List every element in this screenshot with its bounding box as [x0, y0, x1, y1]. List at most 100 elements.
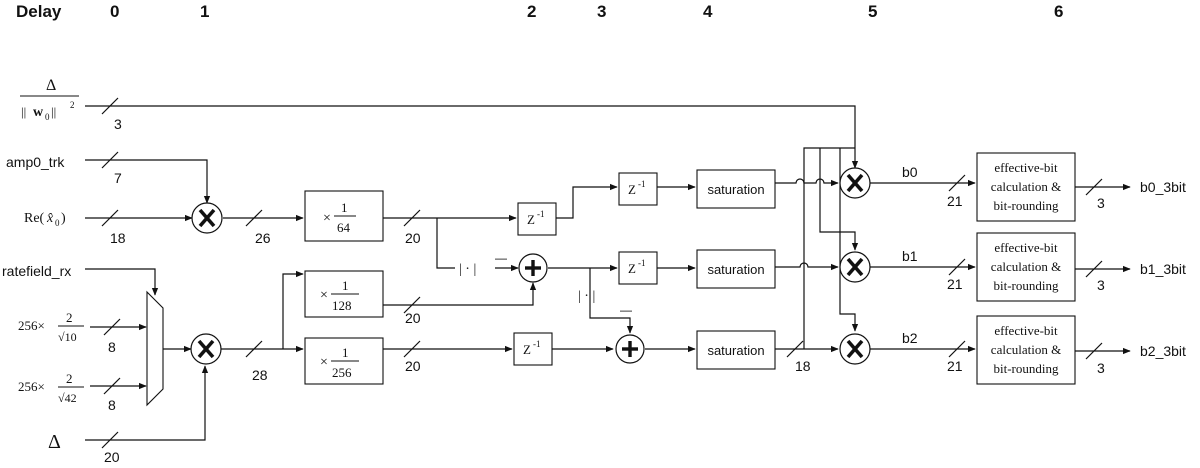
slash — [403, 340, 421, 358]
two-b: 2 — [66, 371, 73, 386]
wire-to-div128 — [282, 270, 304, 349]
input-const-sqrt42: 256× 2 √42 — [18, 371, 84, 405]
c256-b: 256× — [18, 379, 45, 394]
z-exponent: -1 — [638, 258, 646, 268]
slash — [786, 340, 804, 358]
abs-operator-2: | · | — [578, 289, 595, 304]
wire-feed-a — [803, 147, 855, 349]
signal-b1: b1 — [902, 248, 918, 264]
saturation-label: saturation — [707, 182, 764, 197]
delay-label: Delay — [16, 2, 62, 21]
input-const-sqrt10: 256× 2 √10 — [18, 310, 84, 344]
width-label: 18 — [110, 230, 126, 246]
input-ratefield-rx: ratefield_rx — [2, 263, 71, 279]
scale-block-64: × 1 64 — [304, 190, 384, 242]
slash — [101, 431, 119, 449]
times-sign: × — [320, 355, 328, 370]
eb-line-1: effective-bit — [994, 160, 1058, 175]
delay-block-stage3-top: Z -1 — [618, 172, 658, 206]
scale-block-128: × 1 128 — [304, 270, 384, 318]
input-delta-over-norm: Δ || w 0 || 2 — [20, 77, 79, 122]
multiplier-b2 — [839, 333, 871, 365]
c256-a: 256× — [18, 318, 45, 333]
re-var: x̂ — [46, 211, 54, 226]
width-label: 21 — [947, 276, 963, 292]
delay-block-stage2-top: Z -1 — [517, 202, 557, 236]
eb-line-2: calculation & — [991, 342, 1061, 357]
slash — [948, 340, 966, 358]
multiplier-b0 — [839, 167, 871, 199]
slash — [1085, 178, 1103, 196]
norm-w: w — [33, 105, 44, 120]
z-symbol: Z — [628, 261, 636, 276]
slash — [1085, 342, 1103, 360]
slash — [245, 209, 263, 227]
width-label: 3 — [1097, 360, 1105, 376]
input-delta: Δ — [48, 431, 61, 453]
norm-open: || — [21, 104, 26, 119]
slash — [103, 318, 121, 336]
norm-sup: 2 — [70, 100, 75, 110]
saturation-block-0: saturation — [696, 169, 776, 209]
width-label: 20 — [104, 449, 120, 465]
output-b2-3bit: b2_3bit — [1140, 343, 1186, 359]
multipliers — [190, 167, 871, 365]
adder-2 — [615, 334, 645, 364]
bus-slashes — [101, 97, 1103, 449]
slash — [948, 174, 966, 192]
delay-block-stage3-mid: Z -1 — [618, 251, 658, 285]
re-prefix: Re( — [24, 211, 45, 226]
effective-bit-block-2: effective-bit calculation & bit-rounding — [976, 315, 1076, 385]
z-symbol: Z — [527, 212, 535, 227]
wire-delta — [85, 365, 209, 441]
width-label: 8 — [108, 397, 116, 413]
numerator: 1 — [342, 278, 349, 293]
saturation-block-1: saturation — [696, 249, 776, 289]
width-label: 3 — [1097, 277, 1105, 293]
re-sub: 0 — [55, 218, 60, 228]
saturation-block-2: saturation — [696, 330, 776, 370]
minus-sign-1: — — [495, 251, 507, 265]
width-label: 7 — [114, 170, 122, 186]
stage-0: 0 — [110, 2, 119, 21]
width-label: 26 — [255, 230, 271, 246]
signal-b0: b0 — [902, 164, 918, 180]
slash — [101, 209, 119, 227]
adder-1 — [518, 253, 548, 283]
eb-line-2: calculation & — [991, 259, 1061, 274]
saturation-label: saturation — [707, 262, 764, 277]
stage-4: 4 — [703, 2, 713, 21]
abs-operator-1: | · | — [459, 262, 476, 277]
width-label: 21 — [947, 193, 963, 209]
slash — [1085, 260, 1103, 278]
denominator: 128 — [332, 298, 352, 313]
adders: — — — [495, 251, 645, 364]
times-sign: × — [323, 211, 331, 226]
re-suffix: ) — [61, 211, 66, 226]
eb-line-3: bit-rounding — [994, 361, 1059, 376]
wire-amp0 — [85, 159, 211, 204]
norm-close: || — [51, 104, 56, 119]
wire-sat1-mult1 — [775, 262, 839, 271]
z-exponent: -1 — [533, 339, 541, 349]
slash — [403, 209, 421, 227]
eb-line-3: bit-rounding — [994, 278, 1059, 293]
effective-bit-block-0: effective-bit calculation & bit-rounding — [976, 152, 1076, 222]
stage-5: 5 — [868, 2, 877, 21]
multiplier-b1 — [839, 251, 871, 283]
width-label: 21 — [947, 358, 963, 374]
times-sign: × — [320, 288, 328, 303]
output-b0-3bit: b0_3bit — [1140, 179, 1186, 195]
denominator: 256 — [332, 365, 352, 380]
effective-bit-block-1: effective-bit calculation & bit-rounding — [976, 232, 1076, 302]
width-label: 3 — [114, 116, 122, 132]
numerator: 1 — [341, 200, 348, 215]
bus-widths: 3 7 18 26 20 8 8 28 20 20 20 18 21 21 21… — [104, 116, 1105, 465]
slash — [948, 258, 966, 276]
stage-1: 1 — [200, 2, 209, 21]
eb-line-1: effective-bit — [994, 240, 1058, 255]
z-symbol: Z — [523, 342, 531, 357]
width-label: 18 — [795, 358, 811, 374]
slash — [245, 340, 263, 358]
norm-w-sub: 0 — [45, 112, 50, 122]
